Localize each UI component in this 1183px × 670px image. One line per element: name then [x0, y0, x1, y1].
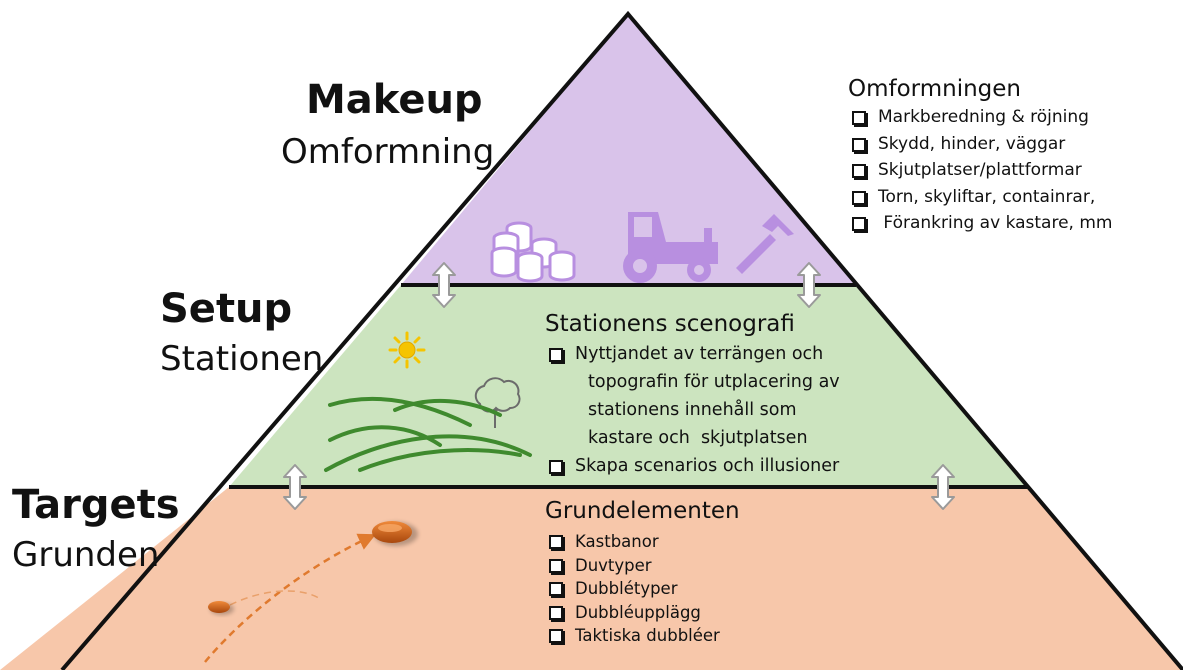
- double-arrow-icon: [432, 262, 456, 308]
- clay-target-icon: [372, 521, 418, 546]
- targets-title: Targets: [12, 482, 180, 528]
- checkbox-icon: [549, 535, 563, 549]
- makeup-subtitle: Omformning: [281, 132, 495, 172]
- checkbox-icon: [549, 605, 563, 620]
- setup-title: Setup: [160, 286, 293, 332]
- trajectory-icon: [204, 533, 376, 663]
- tree-icon: [474, 377, 521, 428]
- double-arrow-icon: [283, 464, 307, 510]
- double-arrow-icon: [797, 262, 821, 308]
- targets-heading: Grundelementen: [545, 498, 740, 524]
- targets-list: Kastbanor Duvtyper Dubblétyper Dubbléupp…: [545, 530, 720, 648]
- setup-subtitle: Stationen: [160, 339, 324, 379]
- list-item: Skapa scenarios och illusioner: [545, 452, 840, 480]
- bales-icon: [490, 221, 576, 283]
- makeup-title: Makeup: [306, 77, 483, 123]
- checkbox-icon: [852, 217, 866, 231]
- checkbox-icon: [549, 460, 563, 474]
- checkbox-icon: [852, 111, 866, 125]
- list-item: Dubbléupplägg: [545, 601, 720, 625]
- hills-icon: [324, 396, 532, 472]
- list-item: Förankring av kastare, mm: [848, 210, 1112, 237]
- list-item-continuation: kastare och skjutplatsen: [588, 428, 808, 448]
- list-item: Skjutplatser/plattformar: [848, 157, 1112, 184]
- tier-makeup: [401, 14, 856, 285]
- checkbox-icon: [852, 137, 866, 152]
- pyramid-outline: [60, 10, 1183, 670]
- clay-target-icon: [208, 601, 234, 615]
- checkbox-icon: [852, 190, 866, 205]
- checkbox-icon: [549, 558, 563, 573]
- checkbox-icon: [852, 164, 866, 178]
- double-arrow-icon: [931, 464, 955, 510]
- list-item: Nyttjandet av terrängen och: [545, 340, 840, 368]
- tier-targets: [0, 487, 1183, 670]
- targets-subtitle: Grunden: [12, 535, 160, 575]
- list-item: Torn, skyliftar, containrar,: [848, 184, 1112, 211]
- checkbox-icon: [549, 348, 563, 362]
- list-item: Skydd, hinder, väggar: [848, 131, 1112, 158]
- list-item: Taktiska dubbléer: [545, 624, 720, 648]
- list-item: Dubblétyper: [545, 577, 720, 601]
- list-item: Duvtyper: [545, 554, 720, 578]
- makeup-list: Markberedning & röjning Skydd, hinder, v…: [848, 104, 1112, 237]
- makeup-heading: Omformningen: [848, 76, 1022, 102]
- hammer-icon: [736, 214, 794, 274]
- checkbox-icon: [549, 629, 563, 643]
- tractor-icon: [623, 212, 718, 283]
- setup-list: Nyttjandet av terrängen och topografin f…: [545, 340, 840, 480]
- checkbox-icon: [549, 582, 563, 596]
- list-item: Markberedning & röjning: [848, 104, 1112, 131]
- sun-icon: [388, 331, 426, 369]
- setup-heading: Stationens scenografi: [545, 311, 795, 337]
- list-item-continuation: topografin för utplacering av: [588, 372, 840, 392]
- list-item-continuation: stationens innehåll som: [588, 400, 797, 420]
- list-item: Kastbanor: [545, 530, 720, 554]
